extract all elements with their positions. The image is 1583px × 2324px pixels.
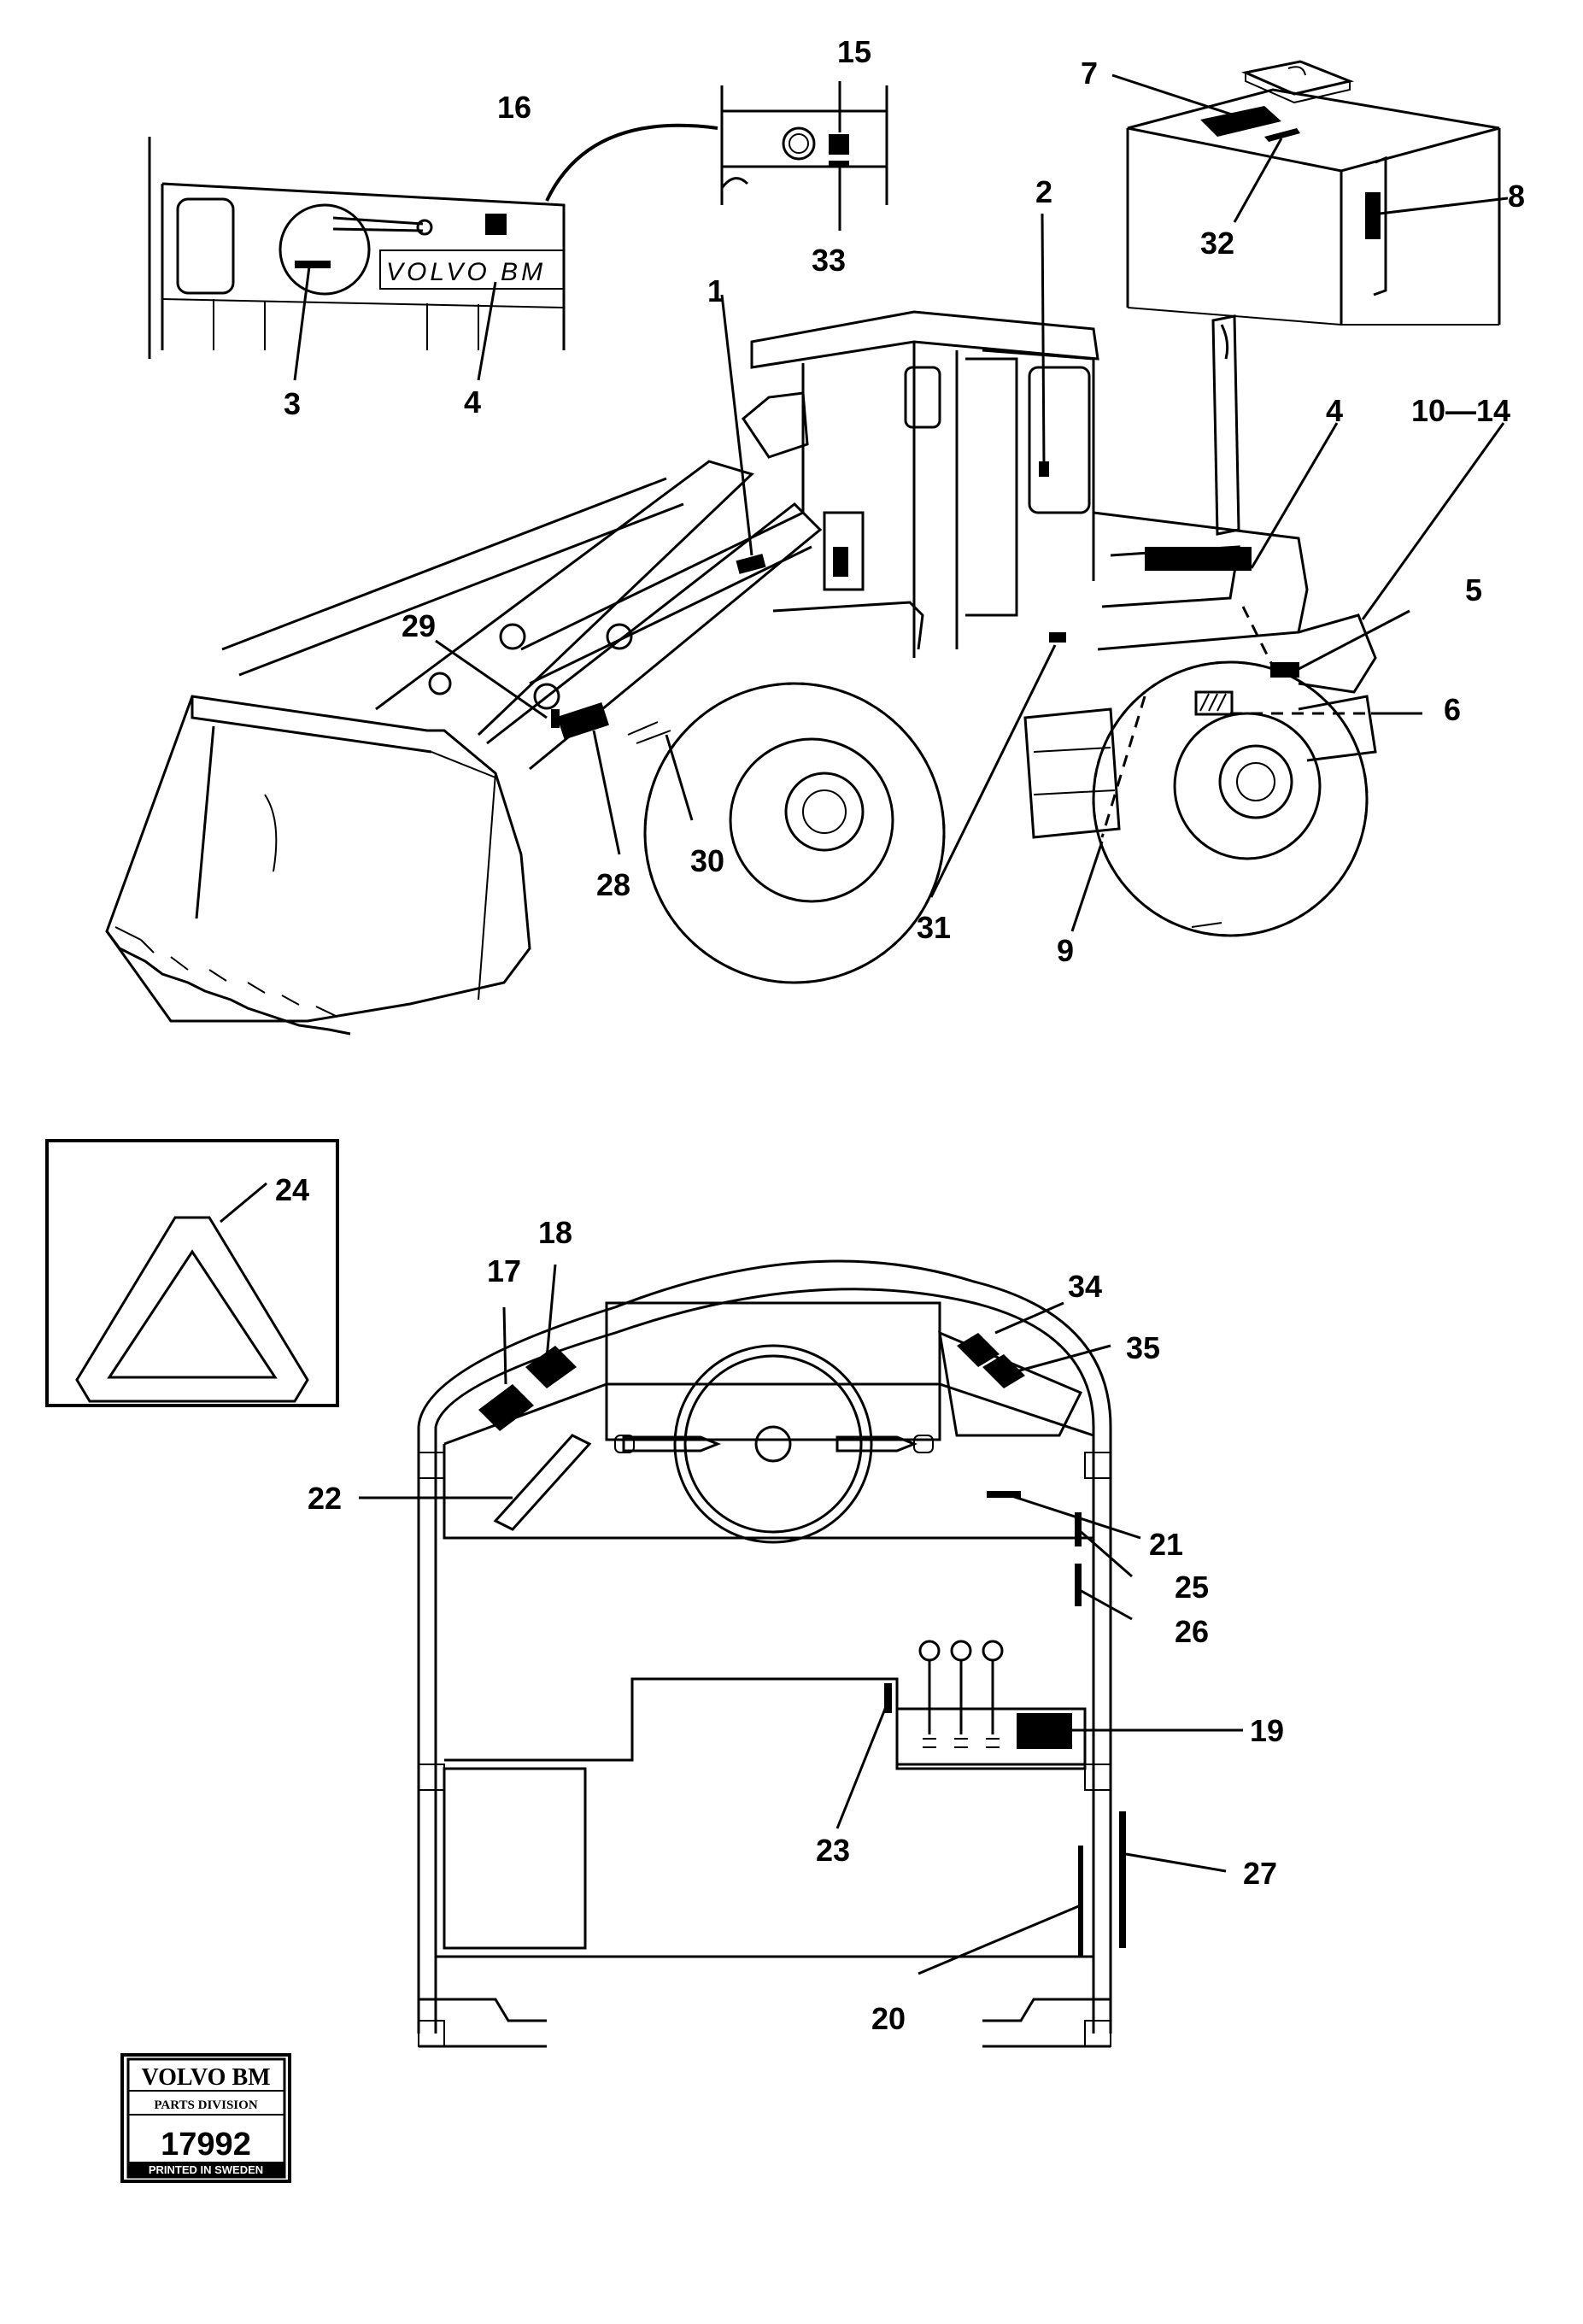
decal-15 <box>829 134 849 155</box>
callout-21: 21 <box>1149 1527 1183 1562</box>
decal-32 <box>1264 128 1300 142</box>
callout-20: 20 <box>871 2001 906 2036</box>
callout-23: 23 <box>816 1833 850 1868</box>
decal-33 <box>829 161 849 166</box>
stamp-footer: PRINTED IN SWEDEN <box>149 2163 263 2176</box>
callout-31: 31 <box>917 910 951 945</box>
decal-3 <box>295 261 331 268</box>
callout-22: 22 <box>308 1481 342 1516</box>
leader-lines <box>435 213 1505 932</box>
callout-8: 8 <box>1508 179 1525 214</box>
callout-26: 26 <box>1175 1614 1209 1649</box>
callout-18: 18 <box>538 1215 572 1250</box>
callout-2: 2 <box>1035 174 1052 209</box>
callout-6: 6 <box>1444 692 1461 727</box>
callout-29: 29 <box>402 608 436 643</box>
decal-31 <box>1049 632 1066 643</box>
callout-10-14: 10—14 <box>1411 393 1510 428</box>
detail-dashboard-panel: VOLVO BM <box>148 123 718 381</box>
callout-28: 28 <box>596 867 630 902</box>
callout-labels: 1 2 3 4 4 5 6 7 8 9 10—14 15 16 17 18 19… <box>275 34 1525 2036</box>
decal-18 <box>525 1346 577 1388</box>
callout-4-body: 4 <box>1326 393 1343 428</box>
decal-28 <box>556 702 609 740</box>
callout-15: 15 <box>837 34 871 69</box>
decal-19 <box>1017 1713 1072 1749</box>
callout-1: 1 <box>707 273 724 308</box>
decal-2 <box>1039 461 1049 477</box>
callout-30: 30 <box>690 843 724 878</box>
decal-27 <box>1119 1811 1126 1948</box>
handle-decal <box>833 547 848 577</box>
callout-5: 5 <box>1465 572 1482 607</box>
callout-34: 34 <box>1068 1269 1102 1304</box>
wheel-loader-drawing <box>105 310 1418 1036</box>
callout-19: 19 <box>1250 1713 1284 1748</box>
detail-battery-box <box>1111 60 1509 326</box>
decal-35 <box>982 1354 1025 1388</box>
callout-24: 24 <box>275 1172 309 1207</box>
stamp-division: PARTS DIVISION <box>154 2098 257 2112</box>
stamp-brand: VOLVO BM <box>141 2064 270 2091</box>
callout-35: 35 <box>1126 1330 1160 1365</box>
decal-20 <box>1078 1846 1083 1957</box>
callout-7: 7 <box>1081 56 1098 91</box>
decal-26 <box>1075 1564 1082 1606</box>
decal-5 <box>1270 662 1299 678</box>
callout-16: 16 <box>497 90 531 125</box>
callout-4-panel: 4 <box>464 384 481 420</box>
decal-23 <box>884 1683 892 1713</box>
cab-interior-top-view <box>359 1259 1243 2048</box>
callout-3: 3 <box>284 386 301 421</box>
decal-16 <box>485 214 507 235</box>
detail-switch-panel <box>720 81 888 231</box>
inset-triangle-sign <box>45 1139 339 1407</box>
decal-29 <box>551 709 560 728</box>
callout-32: 32 <box>1200 226 1234 261</box>
callout-25: 25 <box>1175 1570 1209 1605</box>
decal-7 <box>1200 106 1281 137</box>
parts-division-stamp: VOLVO BM PARTS DIVISION 17992 PRINTED IN… <box>120 2053 291 2183</box>
callout-27: 27 <box>1243 1856 1277 1891</box>
decal-34 <box>957 1333 1000 1367</box>
decal-8 <box>1365 192 1381 239</box>
panel-brand-text: VOLVO BM <box>386 258 546 286</box>
decal-4-body <box>1145 547 1252 571</box>
callout-17: 17 <box>487 1253 521 1288</box>
callout-9: 9 <box>1057 933 1074 968</box>
decal-17 <box>478 1384 534 1431</box>
decal-1 <box>736 554 766 574</box>
stamp-number: 17992 <box>161 2127 251 2163</box>
callout-33: 33 <box>812 243 846 278</box>
